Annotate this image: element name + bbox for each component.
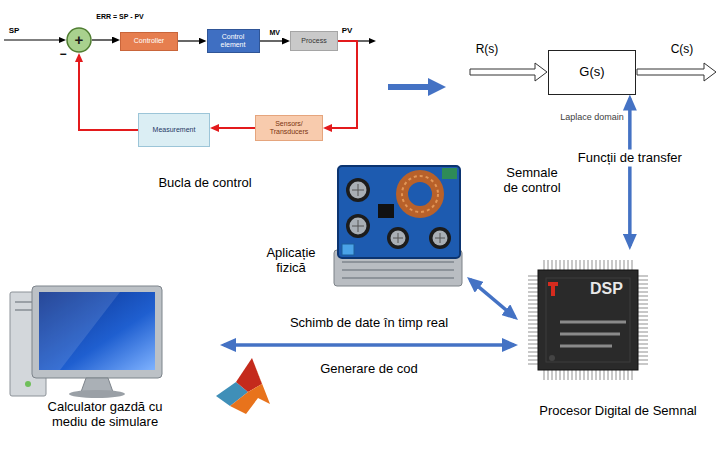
logo-surface (230, 358, 270, 414)
junction-circle (67, 28, 91, 52)
box-label: Controller (125, 37, 173, 45)
box-label: Process (295, 37, 333, 45)
dsp-chip (533, 265, 643, 375)
connector (224, 343, 514, 347)
capacitor-top (433, 231, 448, 246)
host-computer-icon (10, 286, 162, 398)
connector (92, 39, 118, 40)
capacitor (346, 214, 370, 238)
matlab-logo (216, 358, 270, 414)
pin-one-dot (549, 355, 555, 361)
process-box: Process (290, 31, 338, 51)
sensor-box: Sensors/ Transducers (255, 115, 323, 141)
measurement-box: Measurement (138, 113, 210, 147)
capacitor-top (391, 231, 406, 246)
chip-pins (543, 370, 633, 380)
connector (470, 280, 515, 318)
chip-marking: DSP (590, 280, 623, 298)
box-label: Control element (212, 33, 255, 49)
monitor-base (69, 390, 125, 398)
arrow-head (369, 38, 376, 44)
connector (628, 99, 632, 247)
host-computer: Calculator gazdă cu mediu de simulare (5, 282, 220, 434)
potentiometer (342, 244, 354, 255)
box-label: Measurement (143, 126, 205, 134)
arrow-head (428, 78, 446, 96)
chip-bevel (546, 278, 630, 362)
chip-marking (560, 322, 626, 346)
capacitor-vent (352, 220, 364, 232)
connector (212, 127, 255, 129)
terminal-block (442, 168, 457, 179)
converter-board (334, 166, 462, 286)
connector (178, 40, 205, 41)
capacitor-top (350, 218, 367, 235)
control-element-box: Control element (207, 29, 260, 53)
link-note: Generare de cod (320, 362, 418, 377)
dsp-processor: DSP Procesor Digital de Semnal (518, 250, 718, 422)
capacitor-vent (393, 233, 403, 243)
signal-name: SP (9, 26, 20, 35)
connector (260, 40, 289, 41)
input-signal-arrow (470, 63, 547, 81)
inductor-winding (402, 176, 438, 212)
chip-pins (638, 275, 648, 365)
signal-line (4, 39, 61, 40)
monitor-bezel (32, 286, 162, 378)
signal-name: PV (342, 26, 353, 35)
caption: Aplicație fizică (255, 246, 327, 276)
summing-junction: + (66, 27, 92, 53)
chip-body (538, 270, 638, 370)
section-caption: Bucla de control (158, 176, 251, 191)
heatsink-fins (342, 262, 454, 278)
monitor-stand (81, 378, 113, 392)
capacitor (387, 227, 409, 249)
signal-name: C(s) (671, 43, 694, 57)
connector-label: MV (270, 29, 281, 37)
screen-glare (39, 292, 120, 370)
arrow-head (59, 37, 66, 43)
output-signal-arrow (637, 63, 716, 81)
box-label: Sensors/ Transducers (260, 120, 318, 136)
toroid-inductor (402, 176, 438, 212)
caption: Calculator gazdă cu mediu de simulare (35, 400, 175, 430)
controller-box: Controller (120, 32, 178, 51)
connector (325, 41, 357, 128)
power-led (25, 381, 31, 387)
connector-label: Schimb de date în timp real (290, 316, 448, 331)
flow-line (388, 84, 430, 90)
capacitor (429, 227, 451, 249)
chip-pins (528, 275, 538, 365)
domain-note: Laplace domain (560, 112, 624, 122)
capacitor-top (350, 182, 367, 199)
capacitor (346, 178, 370, 202)
connector-label: ERR = SP - PV (96, 13, 144, 21)
monitor-screen (39, 292, 155, 370)
maker-logo (548, 282, 558, 296)
pcb (338, 166, 460, 258)
sign-symbol: + (75, 31, 84, 48)
capacitor-vent (352, 184, 364, 196)
transfer-function-box: G(s) (548, 50, 636, 95)
connector-label: Funcții de transfer (575, 150, 685, 167)
box-label: G(s) (553, 65, 631, 80)
capacitor-vent (435, 233, 445, 243)
chip-pins (543, 260, 633, 270)
signal-name: R(s) (476, 43, 499, 57)
setpoint-arrow (4, 37, 66, 43)
ic-package (378, 204, 394, 218)
flow-arrow (388, 78, 446, 96)
link-note: Semnale de control (501, 166, 563, 196)
physical-application: Aplicație fizică (255, 160, 467, 290)
caption: Procesor Digital de Semnal (518, 404, 718, 419)
sign-symbol: − (59, 48, 66, 62)
connector (79, 55, 138, 130)
